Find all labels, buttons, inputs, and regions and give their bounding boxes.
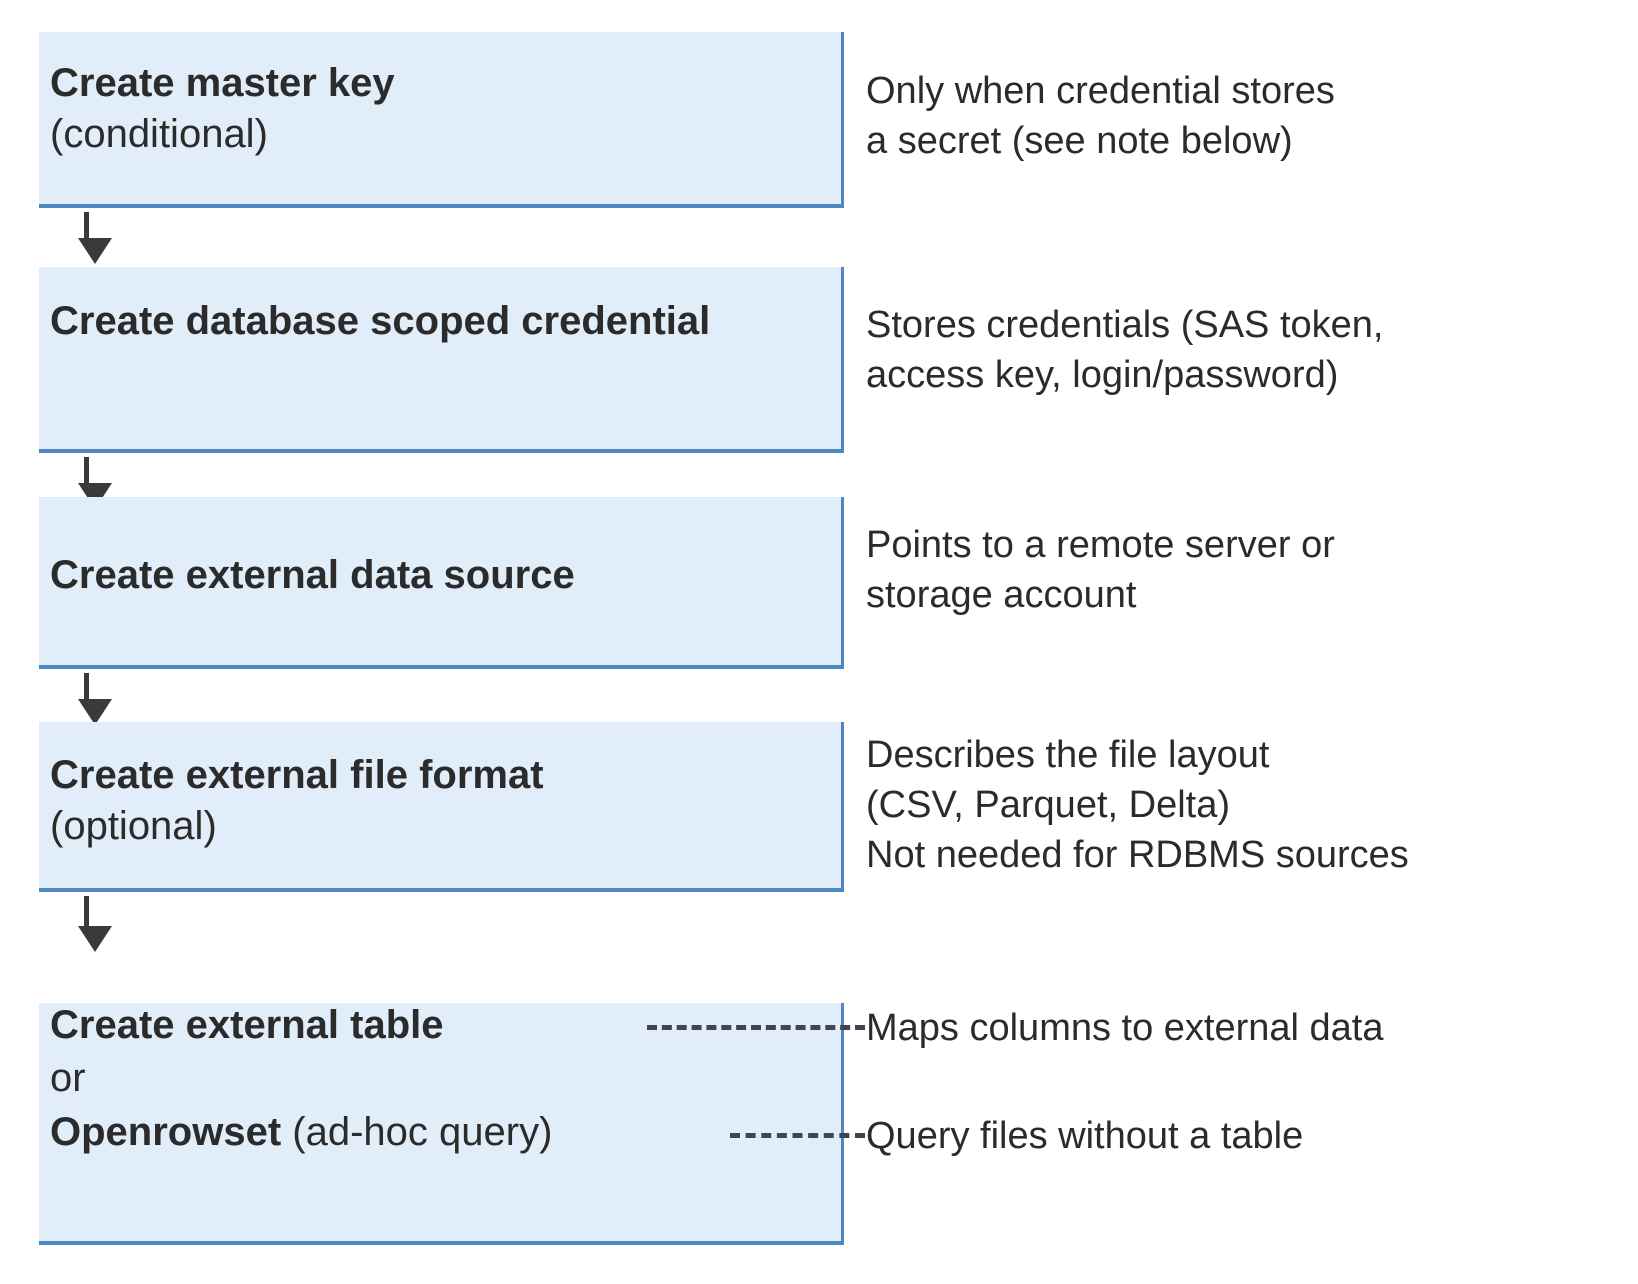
final-step-note-openrowset: Query files without a table: [866, 1115, 1304, 1157]
step-note-create-external-data-source: Points to a remote server or storage acc…: [866, 524, 1335, 617]
dashed-connector-external-table: [647, 1025, 865, 1030]
step-box-create-external-data-source: [39, 497, 844, 669]
step-note-create-database-scoped-credential: Stores credentials (SAS token, access ke…: [866, 304, 1384, 397]
step-box-create-master-key: [39, 32, 844, 208]
final-step-line-create-external-table: Create external table: [50, 1000, 1618, 1051]
step-title-create-external-file-format: Create external file format: [50, 753, 544, 797]
step-box-create-external-table-or-openrowset: [39, 1003, 844, 1245]
arrow-head: [78, 699, 112, 725]
final-step-openrowset-qualifier: (ad-hoc query): [281, 1110, 553, 1154]
arrow-shaft: [84, 896, 89, 930]
step-box-create-external-file-format: [39, 722, 844, 892]
step-label-create-database-scoped-credential: Create database scoped credential: [50, 296, 1308, 347]
step-subtitle-create-external-file-format: (optional): [50, 804, 217, 849]
step-label-create-master-key: Create master key (conditional): [50, 58, 1618, 160]
arrow-head: [78, 238, 112, 264]
arrow-shaft: [84, 673, 89, 703]
final-step-line-or: or: [50, 1053, 1618, 1104]
arrow-shaft: [84, 212, 89, 242]
step-box-create-database-scoped-credential: [39, 267, 844, 453]
dashed-connector-openrowset: [730, 1133, 865, 1138]
step-title-create-database-scoped-credential: Create database scoped credential: [50, 299, 711, 343]
final-step-title-openrowset: Openrowset: [50, 1110, 282, 1154]
step-title-create-external-data-source: Create external data source: [50, 553, 575, 597]
final-step-title-create-external-table: Create external table: [50, 1003, 444, 1047]
step-note-create-master-key: Only when credential stores a secret (se…: [866, 70, 1335, 163]
step-title-create-master-key: Create master key: [50, 61, 395, 105]
final-step-or-label: or: [50, 1056, 86, 1100]
final-step-note-external-table: Maps columns to external data: [866, 1007, 1384, 1049]
final-step-line-openrowset: Openrowset (ad-hoc query): [50, 1107, 1618, 1158]
step-label-create-external-data-source: Create external data source: [50, 550, 1618, 601]
step-label-create-external-file-format: Create external file format (optional): [50, 750, 1618, 852]
arrow-head: [78, 926, 112, 952]
step-subtitle-create-master-key: (conditional): [50, 112, 268, 157]
step-note-create-external-file-format: Describes the file layout (CSV, Parquet,…: [866, 734, 1409, 877]
arrow-shaft: [84, 457, 89, 487]
